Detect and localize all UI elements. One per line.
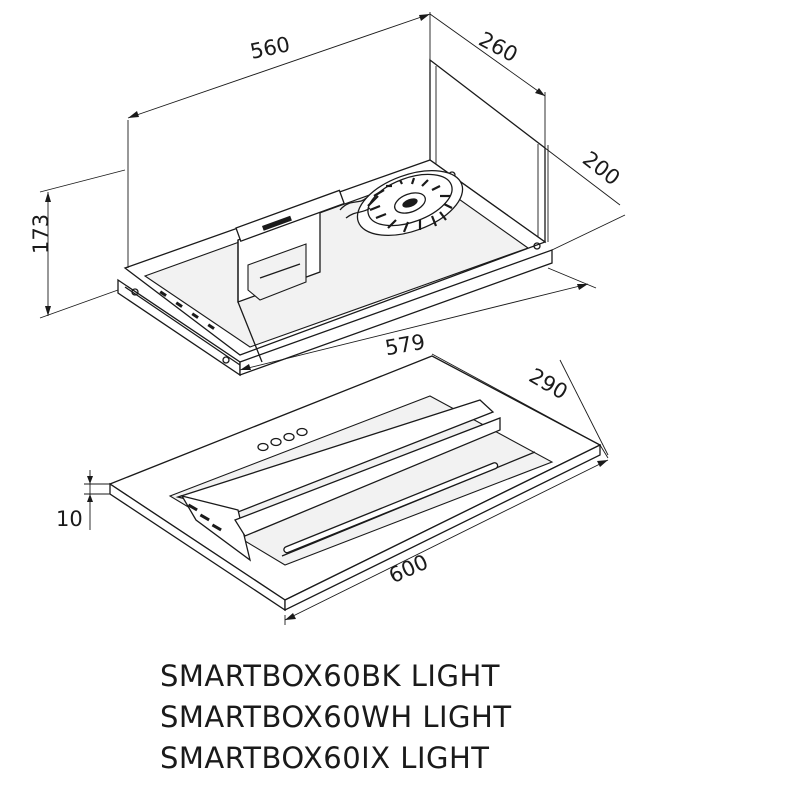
dim-173-label: 173 [29, 214, 53, 254]
technical-drawing: 560 260 173 200 579 [29, 12, 626, 625]
model-name-bk: SMARTBOX60BK LIGHT [160, 659, 500, 693]
dim-260-label: 260 [475, 27, 522, 67]
dim-10-label: 10 [56, 507, 83, 531]
dim-200-label: 200 [578, 147, 624, 191]
fan-motor [339, 170, 464, 236]
model-list: SMARTBOX60BK LIGHT SMARTBOX60WH LIGHT SM… [160, 656, 780, 779]
glass-panel [108, 355, 602, 612]
model-name-wh: SMARTBOX60WH LIGHT [160, 700, 512, 734]
dim-560-label: 560 [248, 32, 292, 64]
control-buttons [257, 427, 308, 452]
model-name-ix: SMARTBOX60IX LIGHT [160, 741, 490, 775]
hood-unit [117, 58, 553, 377]
dim-579-label: 579 [383, 330, 427, 361]
electronics-box [235, 189, 345, 363]
